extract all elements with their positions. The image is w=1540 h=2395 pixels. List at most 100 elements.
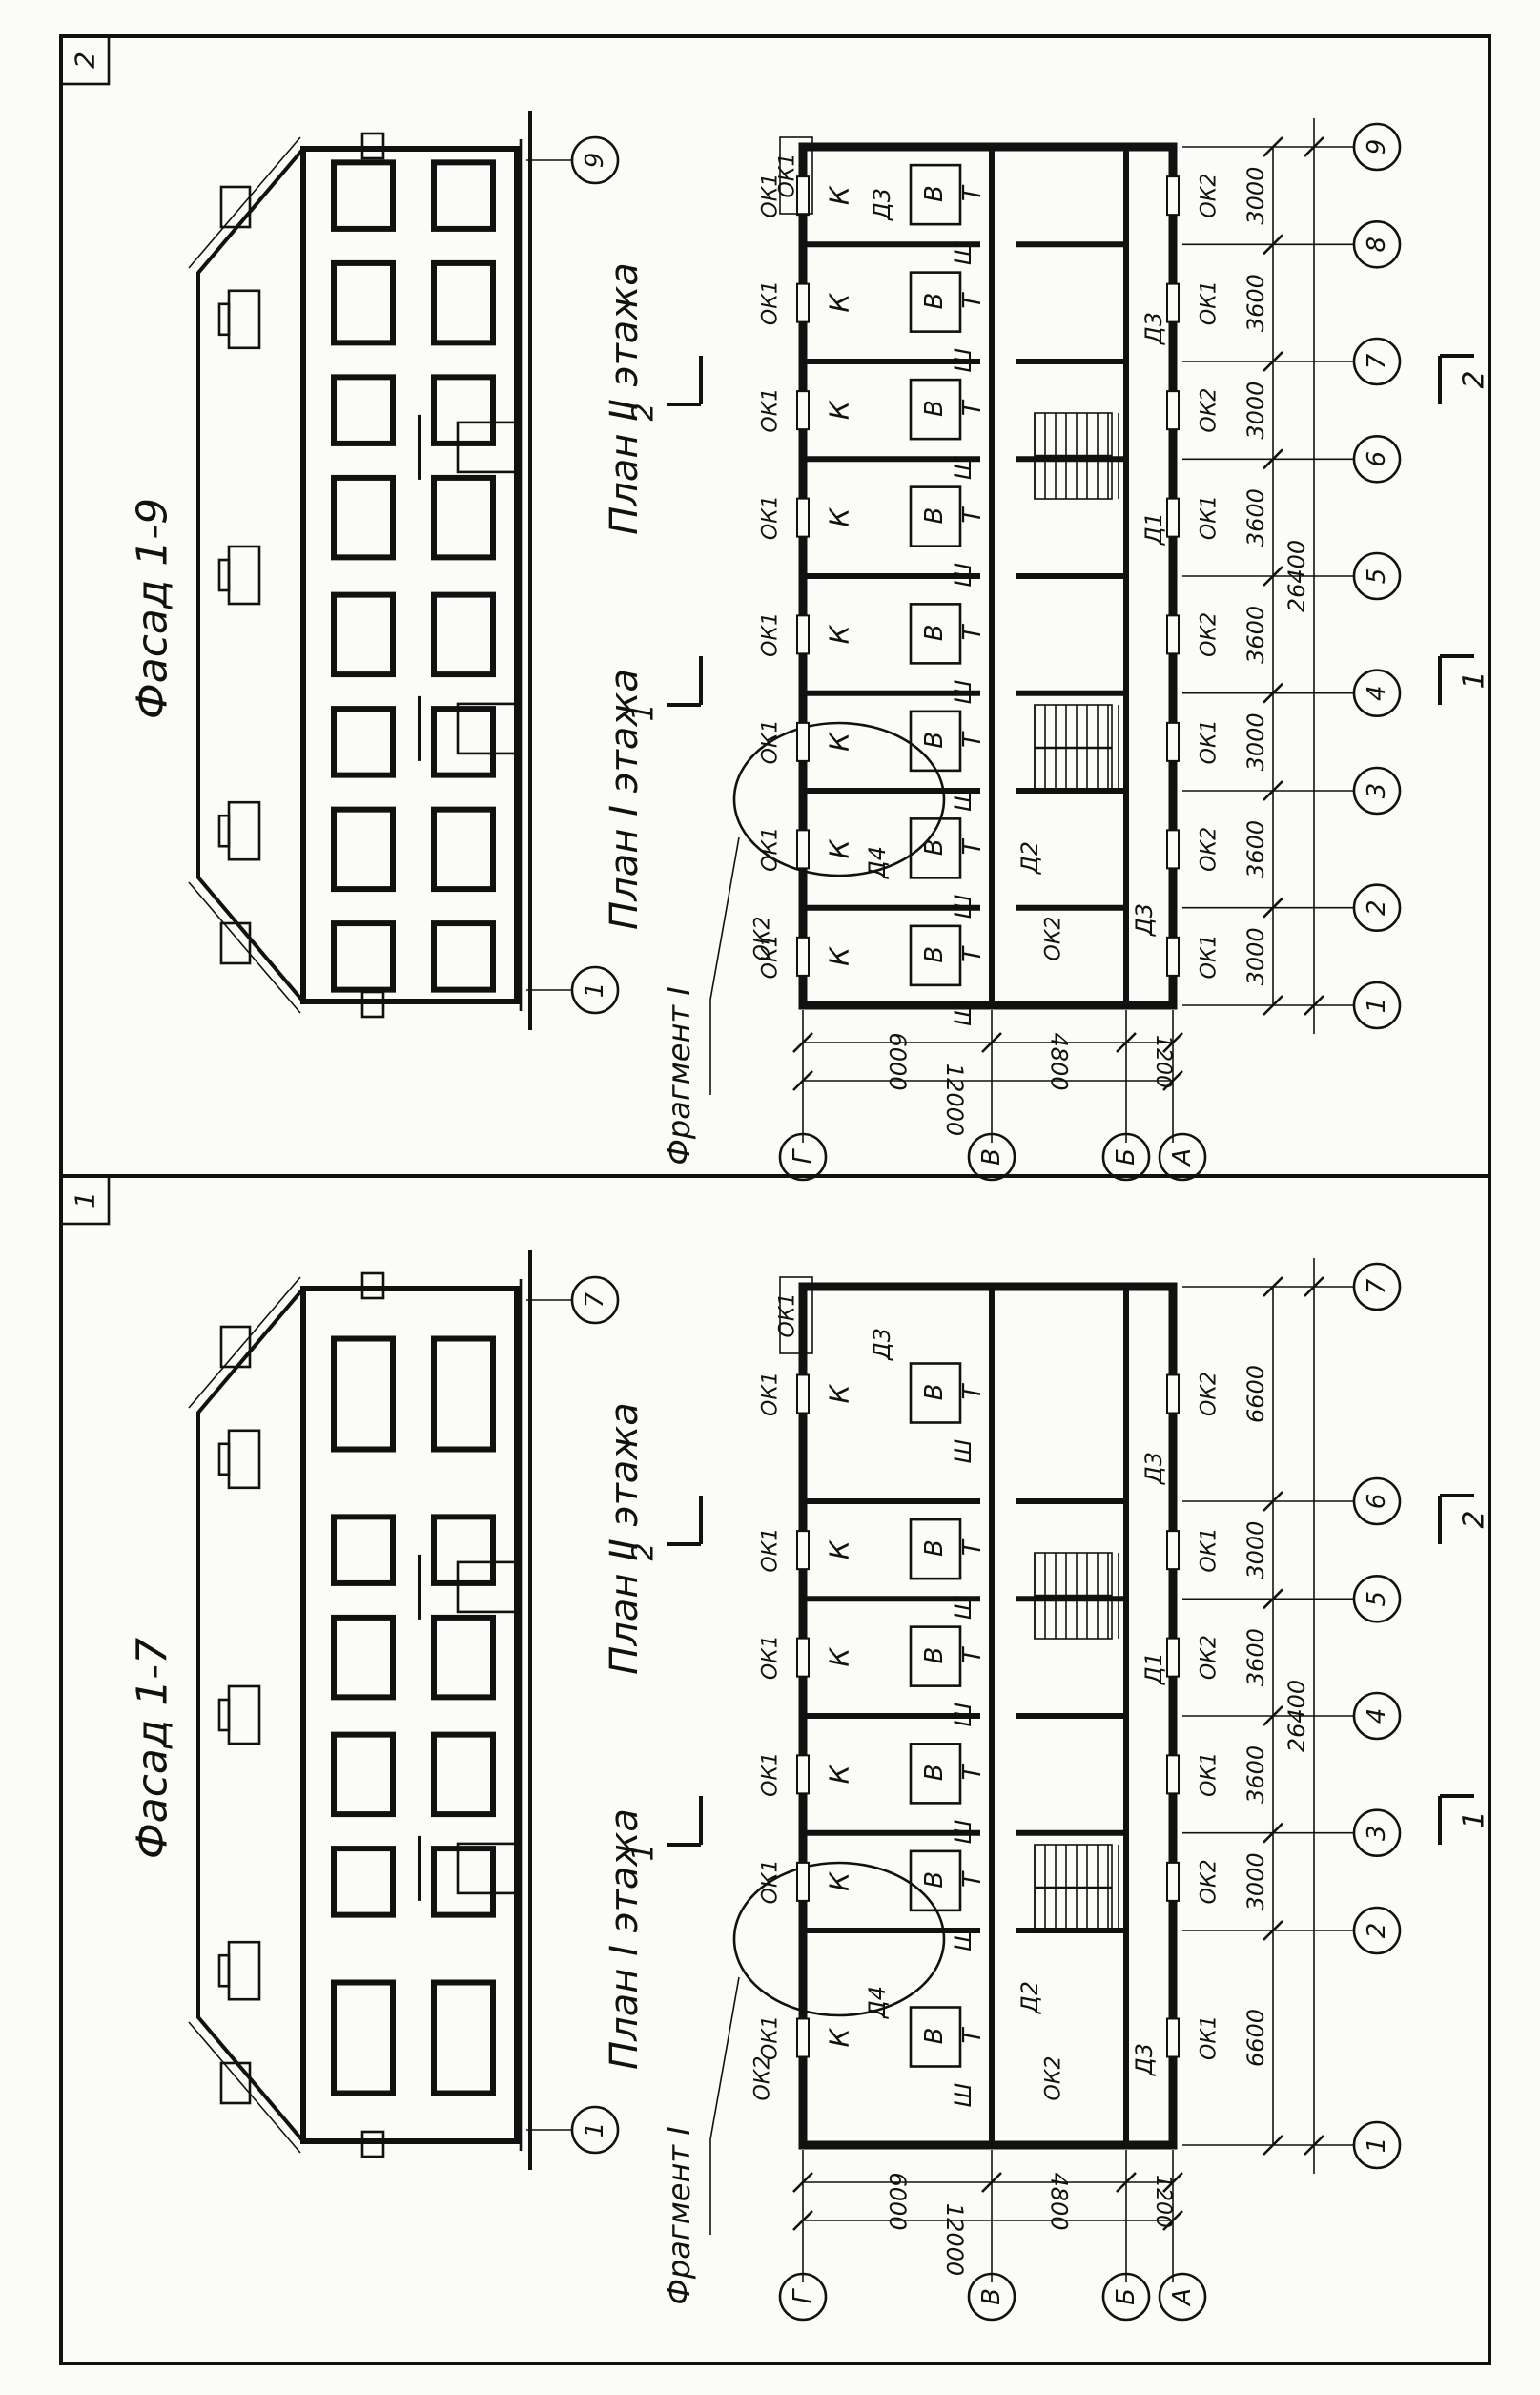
room-bath: В [920,400,949,417]
section2-bottom-num: 2 [1458,370,1491,388]
window-label-bottom: ОК1 [1198,1528,1222,1573]
roof-vent [227,800,261,861]
facade-window [331,706,396,778]
window-label-top: ОК1 [759,1635,783,1680]
room-kitchen: К [824,732,855,752]
window-bottom [1166,175,1180,217]
axis-bubble [570,2105,620,2155]
bath-room [909,485,962,547]
facade-window [431,474,496,561]
facade-window [331,1514,396,1586]
window-bottom [1166,390,1180,431]
roof-outline [196,1287,305,2143]
fragment-label: Фрагмент I [661,986,697,1165]
window-top [796,1530,810,1571]
room-kitchen: К [824,1383,855,1403]
window-top [796,614,810,655]
axis-bubble [570,965,620,1015]
axis-label: 5 [1363,1591,1391,1607]
axis-label: В [977,2288,1006,2305]
axis-bubble [1352,219,1402,269]
room-toilet: Т [958,292,987,309]
roof-eaves [188,1276,301,2154]
facade-window [331,474,396,561]
fragment-ellipse [732,721,946,877]
facade-window [331,920,396,993]
axis-bubble [1352,1691,1402,1741]
room-bath: В [920,293,949,310]
door-label: Д3 [1140,1452,1167,1485]
span-dim: 3600 [1242,606,1269,664]
window-label-top: ОК1 [759,719,783,764]
room-closet: Ш [950,1927,976,1951]
depth-dim: 1200 [1151,1035,1175,1088]
room-kitchen: К [824,507,855,527]
door-label: Д2 [1016,841,1043,875]
end-window-label: ОК2 [751,917,775,961]
window-label-bottom: ОК1 [1198,2015,1222,2060]
depth-dim: 6000 [884,2172,911,2230]
window-top [796,1373,810,1414]
window-label-bottom: ОК2 [1198,827,1222,872]
bath-room [909,378,962,441]
facade-window [431,806,496,893]
window-top [796,1754,810,1795]
room-kitchen: К [824,838,855,858]
window-top [796,936,810,977]
room-bath: В [920,2028,949,2045]
room-kitchen: К [824,1764,855,1784]
room-closet: Ш [950,1001,976,1026]
axis-label: 7 [1363,1278,1391,1294]
fragment-label: Фрагмент I [661,2126,697,2304]
dim-tick [1162,2210,1183,2231]
axis-bubble [1352,766,1402,816]
span-dim: 3000 [1242,712,1269,771]
end-window-label: ОК1 [776,1293,800,1338]
span-dim: 3000 [1242,1521,1269,1579]
plan2-label: План II этажа [603,1402,647,1675]
bath-room [909,1743,962,1805]
roof-vent [227,289,261,350]
room-toilet: Т [958,945,987,962]
span-dim: 3000 [1242,927,1269,985]
plan2-label: План II этажа [603,262,647,535]
room-bath: В [920,732,949,749]
roof-vent-cap [217,1442,231,1476]
roof-eaves [188,136,301,1014]
window-bottom [1166,1637,1180,1678]
room-closet: Ш [950,1819,976,1844]
facade-title: Фасад 1-9 [129,498,177,719]
room-bath: В [920,1539,949,1557]
axis-label: 6 [1363,1494,1391,1510]
window-label-bottom: ОК1 [1198,280,1222,325]
entrance-porch [456,1560,519,1614]
axis-bubble [1352,1574,1402,1623]
axis-bubble [967,1132,1016,1182]
room-closet: Ш [950,679,976,704]
room-toilet: Т [958,1763,987,1780]
axis-bubble [1352,434,1402,484]
room-toilet: Т [958,2026,987,2043]
roof-vent-cap [217,1953,231,1988]
entrance-porch [456,1842,519,1895]
axis-label: А [1168,1148,1197,1167]
dim-tick [1304,2135,1324,2156]
facade-window [331,374,396,446]
facade-window [331,1731,396,1818]
axis-bubble [1352,122,1402,172]
door-label: Д3 [1140,312,1167,345]
window-bottom [1166,497,1180,538]
window-label-bottom: ОК2 [1198,1372,1222,1416]
depth-dim: 4800 [1046,2172,1073,2230]
axis-label: 9 [1363,139,1391,155]
plan1-label: План I этажа [603,669,647,930]
end-window-box [779,1276,813,1354]
room-kitchen: К [824,1647,855,1667]
end-window-label: ОК2 [1042,2056,1066,2101]
room-closet: Ш [950,787,976,812]
room-toilet: Т [958,837,987,855]
axis-bubble [1158,2272,1207,2322]
bath-room [909,1625,962,1687]
section1-bottom-num: 1 [1458,1810,1491,1828]
window-label-top: ОК1 [759,2015,783,2060]
